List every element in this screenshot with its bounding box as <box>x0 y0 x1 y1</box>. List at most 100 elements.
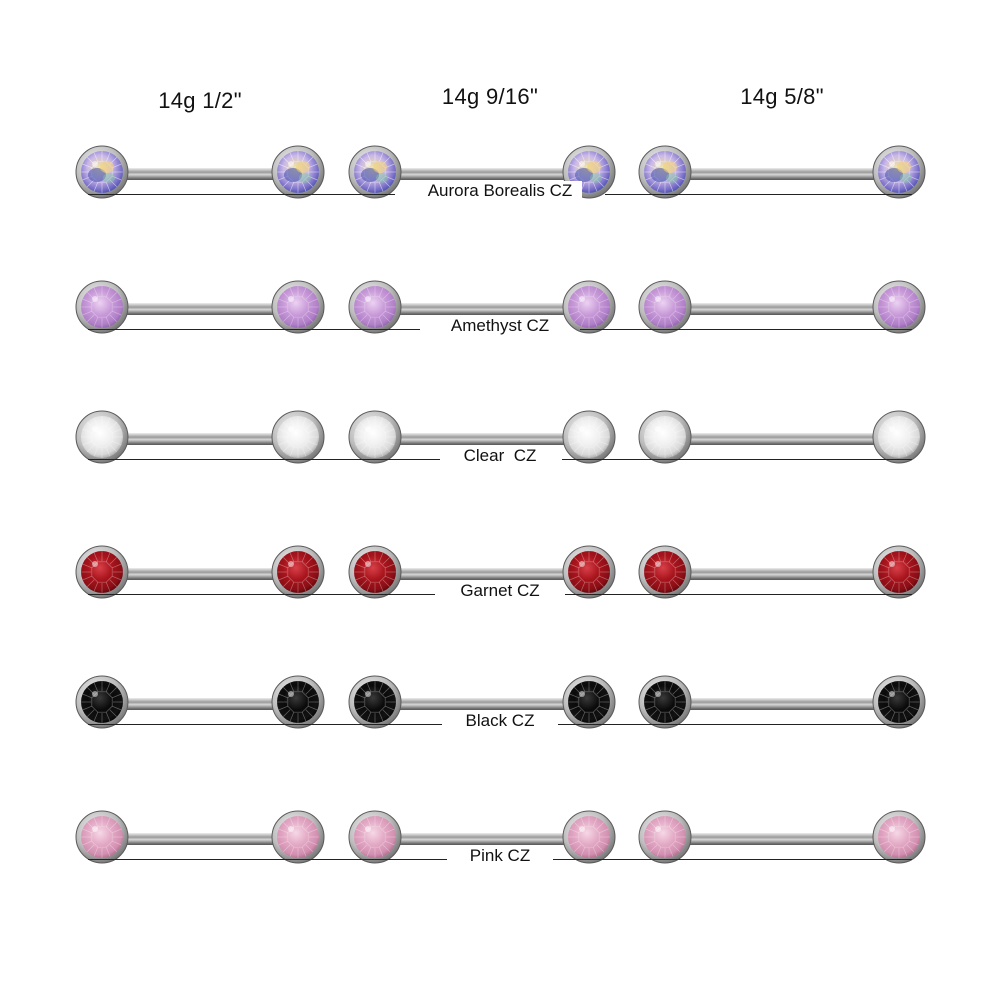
gem-row: Amethyst CZ <box>0 280 1000 400</box>
barbell-bar <box>396 568 568 580</box>
gem-ball <box>75 545 129 599</box>
barbell-item <box>638 675 926 735</box>
divider-line-left <box>88 594 435 595</box>
divider-line-right <box>605 194 912 195</box>
barbell-item <box>348 410 616 470</box>
gem-ball <box>348 810 402 864</box>
barbell-bar <box>686 168 878 180</box>
barbell-bar <box>123 303 277 315</box>
barbell-bar <box>686 568 878 580</box>
gem-ball <box>638 545 692 599</box>
gem-ball <box>562 810 616 864</box>
gem-ball <box>75 410 129 464</box>
divider-line-left <box>88 459 440 460</box>
gem-ball <box>75 280 129 334</box>
barbell-item <box>75 675 325 735</box>
barbell-item <box>348 545 616 605</box>
gem-ball <box>638 280 692 334</box>
gem-ball <box>872 410 926 464</box>
divider-line-left <box>88 329 420 330</box>
gem-label-text: Pink CZ <box>459 846 541 865</box>
barbell-item <box>348 145 616 205</box>
barbell-item <box>75 280 325 340</box>
barbell-item <box>348 675 616 735</box>
barbell-bar <box>396 168 568 180</box>
gem-ball <box>75 810 129 864</box>
gem-ball <box>271 280 325 334</box>
gem-ball <box>562 280 616 334</box>
gem-ball <box>638 410 692 464</box>
size-header-five-eighth-inch: 14g 5/8" <box>740 84 824 109</box>
barbell-item <box>75 810 325 870</box>
gem-ball <box>271 810 325 864</box>
barbell-item <box>638 280 926 340</box>
gem-ball <box>75 145 129 199</box>
gem-ball <box>271 545 325 599</box>
gem-ball <box>271 675 325 729</box>
barbell-item <box>75 410 325 470</box>
divider-line-right <box>580 329 912 330</box>
gem-ball <box>75 675 129 729</box>
gem-ball <box>638 145 692 199</box>
barbell-bar <box>686 433 878 445</box>
barbell-bar <box>123 833 277 845</box>
gem-row: Clear CZ <box>0 410 1000 530</box>
barbell-item <box>638 410 926 470</box>
divider-line-left <box>88 859 447 860</box>
divider-line-right <box>558 724 912 725</box>
gem-ball <box>562 545 616 599</box>
barbell-bar <box>123 568 277 580</box>
gem-label: Pink CZ <box>0 846 1000 866</box>
divider-line-right <box>565 594 912 595</box>
divider-line-left <box>88 194 395 195</box>
gem-label-text: Amethyst CZ <box>440 316 560 335</box>
gem-ball <box>348 410 402 464</box>
gem-label-text: Garnet CZ <box>450 581 550 600</box>
gem-label-text: Black CZ <box>455 711 545 730</box>
gem-label: Amethyst CZ <box>0 316 1000 336</box>
gem-label: Aurora Borealis CZ <box>0 181 1000 201</box>
gem-ball <box>872 145 926 199</box>
barbell-bar <box>396 433 568 445</box>
divider-line-right <box>562 459 912 460</box>
gem-ball <box>562 675 616 729</box>
gem-ball <box>872 810 926 864</box>
gem-row: Black CZ <box>0 675 1000 795</box>
size-header-half-inch: 14g 1/2" <box>158 88 242 113</box>
gem-ball <box>271 410 325 464</box>
barbell-item <box>638 810 926 870</box>
barbell-bar <box>123 168 277 180</box>
barbell-bar <box>686 303 878 315</box>
gem-ball <box>348 675 402 729</box>
gem-label: Black CZ <box>0 711 1000 731</box>
barbell-bar <box>686 698 878 710</box>
gem-row: Garnet CZ <box>0 545 1000 665</box>
barbell-bar <box>686 833 878 845</box>
gem-ball <box>348 145 402 199</box>
barbell-item <box>75 545 325 605</box>
gem-ball <box>271 145 325 199</box>
gem-row: Pink CZ <box>0 810 1000 930</box>
gem-ball <box>562 410 616 464</box>
size-header-nine-sixteenth-inch: 14g 9/16" <box>441 84 539 109</box>
gem-label-text: Clear CZ <box>453 446 547 465</box>
barbell-item <box>348 810 616 870</box>
gem-label: Clear CZ <box>0 446 1000 466</box>
barbell-bar <box>123 433 277 445</box>
barbell-item <box>638 545 926 605</box>
gem-ball <box>872 280 926 334</box>
barbell-item <box>348 280 616 340</box>
gem-ball <box>638 810 692 864</box>
barbell-bar <box>123 698 277 710</box>
gem-label: Garnet CZ <box>0 581 1000 601</box>
gem-label-text: Aurora Borealis CZ <box>417 181 583 200</box>
barbell-item <box>638 145 926 205</box>
gem-ball <box>872 545 926 599</box>
barbell-bar <box>396 698 568 710</box>
gem-ball <box>872 675 926 729</box>
barbell-bar <box>396 303 568 315</box>
gem-row: Aurora Borealis CZ <box>0 145 1000 265</box>
gem-ball <box>638 675 692 729</box>
divider-line-right <box>553 859 912 860</box>
barbell-bar <box>396 833 568 845</box>
